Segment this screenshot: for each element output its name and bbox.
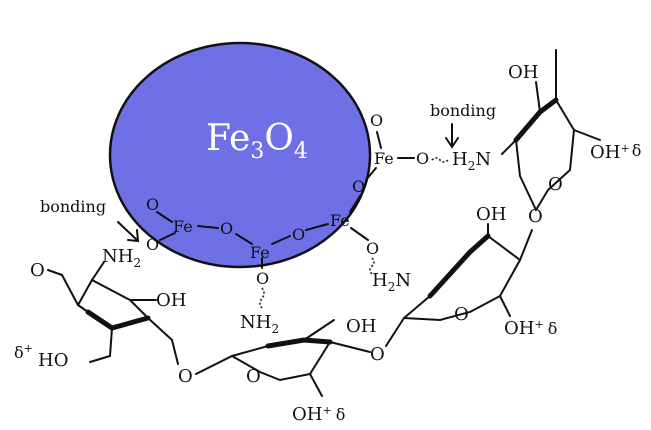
oh-plus-label: OH+δ	[292, 404, 345, 425]
o-atom: O	[370, 111, 383, 130]
o-atom: O	[416, 149, 429, 168]
bonding-label-left: bonding	[40, 197, 106, 216]
wavy-bond	[369, 257, 375, 275]
amine-label: H2N	[372, 270, 411, 294]
arrow-icon	[445, 123, 459, 149]
o-atom: O	[352, 177, 365, 196]
wavy-bond	[259, 287, 265, 309]
glucosamine-ring	[501, 49, 601, 211]
oh-label: OH	[156, 290, 186, 311]
arrow-icon	[117, 221, 140, 243]
fe-atom: Fe	[374, 149, 394, 168]
particle-label: Fe3O4	[206, 118, 308, 164]
amine-label: NH2	[102, 246, 141, 270]
o-atom: O	[246, 366, 261, 387]
glucosamine-ring	[195, 319, 371, 397]
o-atom: O	[548, 174, 563, 195]
o-atom: O	[454, 304, 469, 325]
o-atom: O	[370, 344, 385, 365]
o-atom: O	[30, 260, 45, 281]
amine-label: NH2	[240, 312, 279, 336]
oh-plus-label: OH+δ	[504, 318, 557, 339]
o-atom: O	[366, 239, 379, 258]
surface-bonds	[156, 131, 415, 269]
oh-label: OH	[476, 204, 506, 225]
delta-label: δ+	[14, 342, 33, 362]
o-atom: O	[528, 206, 543, 227]
fe-atom: Fe	[173, 217, 193, 236]
glucosamine-ring	[385, 223, 533, 347]
ho-label: HO	[38, 350, 68, 371]
wavy-bond	[431, 157, 449, 163]
oh-label: OH	[346, 316, 376, 337]
o-atom: O	[220, 219, 233, 238]
o-atom: O	[146, 235, 159, 254]
o-atom: O	[146, 195, 159, 214]
bonding-label-right: bonding	[430, 101, 496, 120]
oh-label: OH	[508, 62, 538, 83]
fe-atom: Fe	[250, 243, 270, 262]
o-atom: O	[292, 225, 305, 244]
fe-atom: Fe	[330, 211, 350, 230]
amine-label: H2N	[452, 149, 491, 173]
oh-plus-label: OH+δ	[590, 141, 641, 163]
glucosamine-ring	[61, 261, 179, 365]
fe3o4-particle	[108, 41, 372, 269]
o-atom: O	[178, 366, 193, 387]
o-atom: O	[256, 269, 269, 288]
